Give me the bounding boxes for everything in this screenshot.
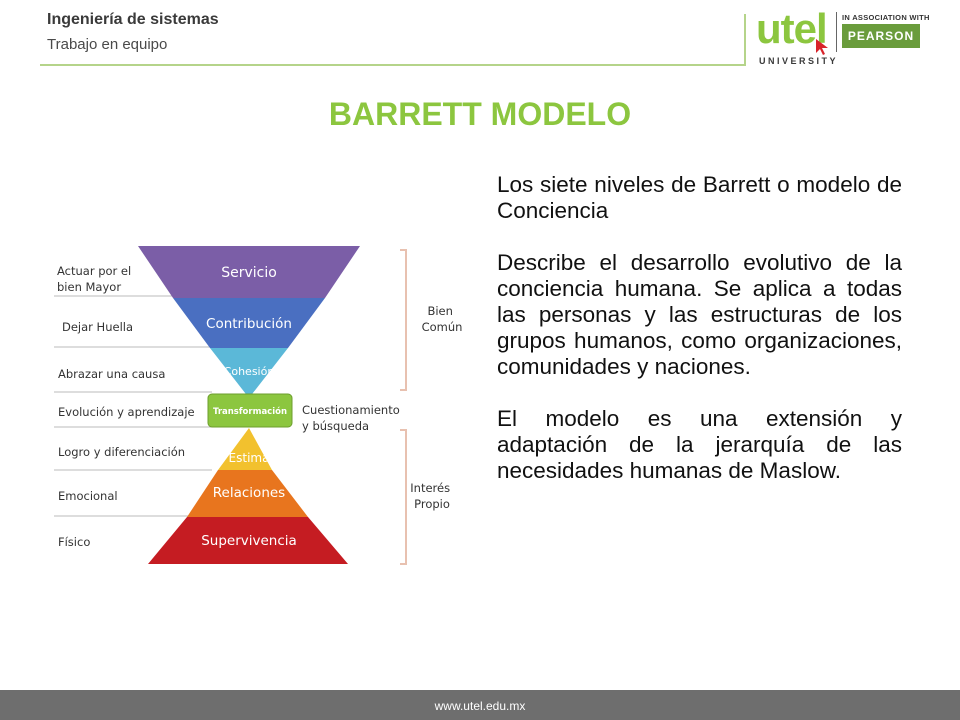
level-servicio: [138, 246, 360, 298]
group-label-interes-propio: Interés Propio: [410, 481, 453, 511]
level-label-cohesion: Cohesión: [224, 365, 275, 378]
left-label-line: bien Mayor: [57, 280, 121, 294]
cursor-icon: [816, 39, 828, 55]
body-paragraph: Describe el desarrollo evolutivo de la c…: [497, 250, 902, 379]
body-paragraph: El modelo es una extensión y adaptación …: [497, 406, 902, 483]
level-label-servicio: Servicio: [221, 265, 277, 281]
course-title: Ingeniería de sistemas: [47, 11, 219, 28]
footer-url: www.utel.edu.mx: [434, 699, 526, 713]
barrett-diagram: Servicio Contribución Cohesión Transform…: [54, 246, 463, 565]
level-label-supervivencia: Supervivencia: [201, 533, 297, 549]
level-cohesion: [210, 348, 288, 398]
group-label-line: Propio: [414, 497, 450, 511]
header-divider: [40, 64, 746, 66]
bracket-interes-propio: [400, 429, 407, 565]
level-transformacion: [207, 393, 293, 428]
group-label-line: y búsqueda: [302, 419, 369, 433]
slide-footer: www.utel.edu.mx: [0, 690, 960, 720]
level-supervivencia: [148, 517, 348, 564]
left-label-line: Actuar por el: [57, 264, 131, 278]
group-label-line: Bien: [427, 304, 452, 318]
left-label: Logro y diferenciación: [58, 445, 185, 459]
group-label-cuestionamiento: Cuestionamiento y búsqueda: [302, 403, 403, 433]
body-paragraph: Los siete niveles de Barrett o modelo de…: [497, 172, 902, 223]
bracket-bien-comun: [400, 249, 407, 391]
level-label-contribucion: Contribución: [206, 316, 292, 332]
group-label-line: Cuestionamiento: [302, 403, 400, 417]
group-label-line: Común: [422, 320, 463, 334]
group-label-bien-comun: Bien Común: [422, 304, 463, 334]
slide-body: Los siete niveles de Barrett o modelo de…: [497, 172, 902, 510]
level-label-relaciones: Relaciones: [213, 485, 285, 501]
slide-header: Ingeniería de sistemas Trabajo en equipo…: [0, 0, 960, 72]
level-label-transformacion: Transformación: [213, 406, 287, 417]
course-subtitle: Trabajo en equipo: [47, 36, 168, 53]
level-relaciones: [187, 470, 308, 517]
left-label: Emocional: [58, 489, 118, 503]
left-label: Actuar por el bien Mayor: [57, 264, 135, 294]
utel-university-label: UNIVERSITY: [759, 56, 839, 66]
logo-separator: [836, 12, 837, 52]
left-label: Dejar Huella: [62, 320, 133, 334]
association-label: IN ASSOCIATION WITH: [842, 13, 930, 22]
level-estima: [218, 428, 272, 470]
left-label: Evolución y aprendizaje: [58, 405, 195, 419]
pearson-logo: PEARSON: [842, 24, 920, 48]
left-label: Físico: [58, 535, 90, 549]
utel-logo: utel: [756, 5, 828, 52]
level-label-estima: Estima: [229, 451, 270, 465]
left-label: Abrazar una causa: [58, 367, 165, 381]
header-vertical-divider: [744, 14, 746, 66]
slide-title: BARRETT MODELO: [328, 96, 632, 132]
group-label-line: Interés: [410, 481, 450, 495]
level-contribucion: [173, 298, 325, 348]
